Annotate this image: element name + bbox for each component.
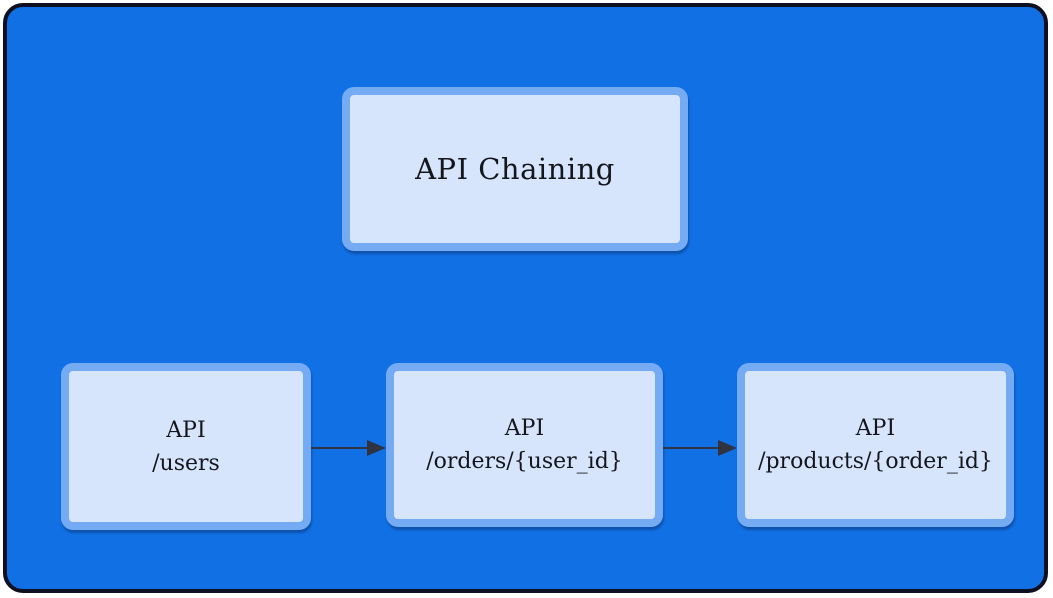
- api-node-orders: API /orders/{user_id}: [386, 363, 663, 527]
- title-node: API Chaining: [342, 87, 688, 251]
- api-node-path: /products/{order_id}: [758, 449, 993, 474]
- arrow-right-icon: [311, 440, 386, 456]
- diagram-title: API Chaining: [415, 152, 615, 186]
- api-node-users: API /users: [61, 363, 311, 530]
- api-node-path: /orders/{user_id}: [426, 449, 623, 474]
- api-node-products: API /products/{order_id}: [737, 363, 1014, 527]
- api-node-path: /users: [152, 450, 220, 476]
- api-node-label: API: [855, 416, 896, 441]
- api-node-label: API: [504, 416, 545, 441]
- api-node-label: API: [166, 417, 206, 443]
- arrow-right-icon: [663, 440, 737, 456]
